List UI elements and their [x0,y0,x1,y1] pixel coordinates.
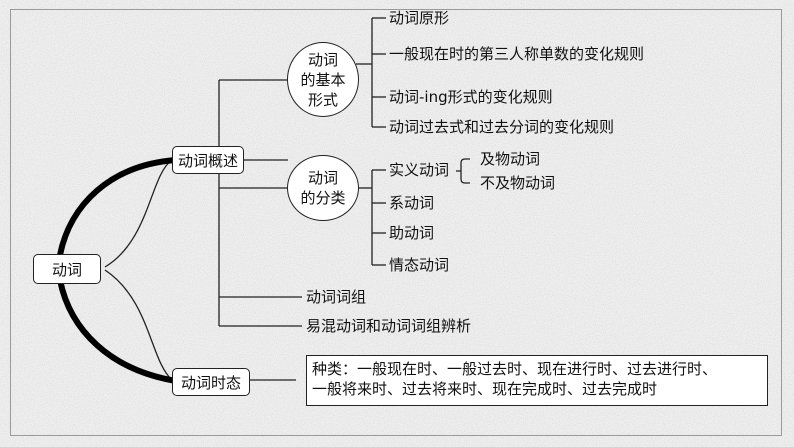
classification-item: 情态动词 [389,256,450,274]
basic-forms-item: 动词原形 [389,9,450,27]
root-label: 动词 [51,260,82,279]
notional-subtype: 及物动词 [480,150,541,168]
classification-title-1: 动词 [307,169,338,187]
classification-title-2: 的分类 [300,189,346,207]
basic-forms-title-1: 动词 [307,50,338,69]
tense-types-line-1: 种类：一般现在时、一般过去时、现在进行时、过去进行时、 [312,360,718,378]
slide-border [10,9,782,436]
classification-item: 系动词 [389,194,435,212]
tense-node: 动词时态 [172,368,250,396]
notional-subtype: 不及物动词 [480,174,556,192]
classification-item: 助动词 [389,224,435,242]
overview-label: 动词概述 [177,151,238,170]
basic-forms-item: 动词-ing形式的变化规则 [389,88,553,106]
overview-node: 动词概述 [172,146,244,174]
tense-types-line-2: 一般将来时、过去将来时、现在完成时、过去完成时 [312,380,658,398]
basic-forms-title-3: 形式 [307,90,338,109]
tense-label: 动词时态 [180,373,241,392]
basic-forms-title-2: 的基本 [300,70,346,89]
overview-leaf: 动词词组 [306,288,367,306]
basic-forms-item: 动词过去式和过去分词的变化规则 [389,118,615,136]
tense-types-box: 种类：一般现在时、一般过去时、现在进行时、过去进行时、 一般将来时、过去将来时、… [306,355,768,406]
root-node: 动词 [33,254,101,284]
classification-node: 动词 的分类 [287,155,359,221]
basic-forms-node: 动词 的基本 形式 [287,42,359,117]
overview-leaf: 易混动词和动词词组辨析 [306,317,472,335]
classification-item: 实义动词 [389,161,450,179]
basic-forms-item: 一般现在时的第三人称单数的变化规则 [389,45,645,63]
